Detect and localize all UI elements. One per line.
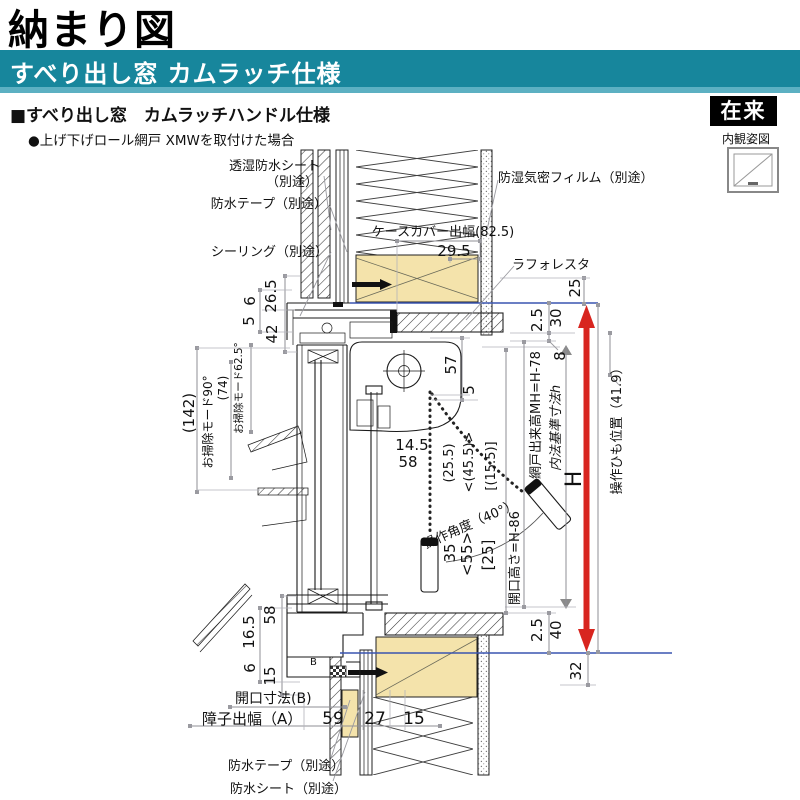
- dim-15: 15: [403, 709, 425, 729]
- dim-chain-c: [(15.5)]: [484, 441, 499, 490]
- leader-lines: [299, 175, 559, 782]
- label-cord-pos: 操作ひも位置（41.9）: [609, 362, 625, 495]
- roll-screen-case: [349, 341, 462, 433]
- frame-type-badge: 在来: [710, 96, 777, 126]
- dim-head-8: 8: [551, 351, 569, 361]
- cord-bob-tilted: [524, 478, 572, 530]
- label-opening-height: 開口高さ=H-86: [507, 511, 523, 605]
- dim-14-5: 14.5: [395, 436, 428, 454]
- dim-bob-b: <55>: [458, 532, 476, 576]
- dim-27: 27: [364, 709, 386, 729]
- ghost-sash-90: [257, 487, 309, 527]
- dim-74: (74): [216, 376, 230, 401]
- label-opening-b: 開口寸法(B): [235, 691, 312, 707]
- dim-142: (142): [180, 393, 198, 433]
- page-title: 納まり図: [8, 6, 176, 54]
- screen-rail: [365, 385, 383, 611]
- ghost-sash-open: [192, 583, 253, 653]
- operation-chain: [420, 390, 572, 593]
- view-caption: 内観姿図: [722, 132, 771, 146]
- ghost-sash-62: [247, 425, 308, 471]
- label-clean-90: お掃除モード90°: [200, 375, 215, 468]
- callout-sheet-top-1: 透湿防水シート: [229, 158, 320, 174]
- dim-head-30: 30: [547, 308, 565, 327]
- callout-tape-bottom: 防水テープ（別途）: [228, 758, 344, 774]
- label-sash-a: 障子出幅（A）: [202, 710, 302, 728]
- sill-casing: [384, 612, 504, 636]
- title-band: すべり出し窓 カムラッチ仕様: [0, 50, 800, 88]
- dim-chain-b: <(45.5)>: [462, 432, 477, 493]
- dim-bob-c: [25]: [479, 540, 497, 571]
- dim-sill-58: 58: [261, 605, 279, 624]
- dim-59: 59: [322, 709, 344, 729]
- dim-57: 57: [442, 355, 460, 374]
- callout-film: 防湿気密フィルム（別途）: [498, 170, 653, 186]
- dimension-lines: [188, 238, 620, 730]
- bottom-wall: [329, 612, 504, 776]
- interior-board-bottom: [477, 634, 490, 776]
- dim-sill-16-5: 16.5: [240, 615, 258, 648]
- dim-chain-a: (25.5): [442, 443, 457, 482]
- spec-heading: ■すべり出し窓 カムラッチハンドル仕様: [10, 106, 331, 126]
- callout-case-cover: ケースカバー出幅(82.5): [372, 225, 514, 240]
- wood-lintel: [355, 254, 479, 303]
- sash-section: [296, 344, 348, 613]
- cord-bob-vertical: [420, 537, 439, 593]
- dim-sill-2-5: 2.5: [528, 618, 546, 642]
- head-casing: [396, 312, 504, 333]
- insulation-top: [356, 150, 478, 255]
- callout-tape-top: 防水テープ（別途）: [211, 196, 327, 212]
- callout-sealing: シーリング（別途）: [211, 244, 328, 260]
- spec-note: ●上げ下げロール網戸 XMWを取付けた場合: [28, 133, 295, 149]
- dim-sill-15: 15: [261, 666, 279, 685]
- label-clean-62: お掃除モード62.5°: [232, 342, 245, 434]
- height-arrow: [578, 305, 595, 652]
- glazing-bead-bottom: [307, 588, 339, 605]
- sill-profile: [286, 594, 388, 678]
- dim-sill-32: 32: [567, 661, 585, 680]
- dim-head-6: 6: [241, 296, 259, 306]
- dim-5: 5: [460, 385, 478, 395]
- top-wall: [300, 149, 504, 336]
- interior-board-top: [480, 149, 493, 336]
- dim-58-mid: 58: [398, 453, 417, 471]
- band-label: すべり出し窓 カムラッチ仕様: [10, 60, 342, 88]
- label-screen-height: 網戸出来高MH=H-78: [528, 351, 544, 479]
- callout-sheet-top-2: （別途）: [266, 174, 318, 190]
- callout-laforesta: ラフォレスタ: [512, 258, 590, 273]
- dim-head-2-5: 2.5: [528, 308, 546, 332]
- screw-sill: [376, 667, 388, 678]
- marker-b: B: [310, 657, 317, 668]
- dim-29-5: 29.5: [437, 242, 470, 260]
- operation-arc: [445, 512, 544, 563]
- label-inner-std: 内法基準寸法h: [549, 385, 564, 471]
- dim-head-5: 5: [240, 316, 258, 326]
- window-frame: [286, 302, 397, 678]
- dim-bob-a: 35: [441, 543, 459, 562]
- dim-sill-40: 40: [547, 620, 565, 639]
- dim-head-26-5: 26.5: [262, 279, 280, 312]
- callout-sheet-bottom: 防水シート（別途）: [230, 781, 347, 797]
- dim-head-25: 25: [566, 278, 584, 297]
- interior-view-icon: [727, 147, 779, 193]
- screw-head: [380, 279, 392, 290]
- band-accent-strip: [0, 87, 800, 93]
- dim-H: H: [562, 471, 587, 488]
- glazing-bead-top: [307, 349, 339, 364]
- dim-head-42: 42: [263, 324, 281, 343]
- dim-sill-6: 6: [241, 663, 259, 673]
